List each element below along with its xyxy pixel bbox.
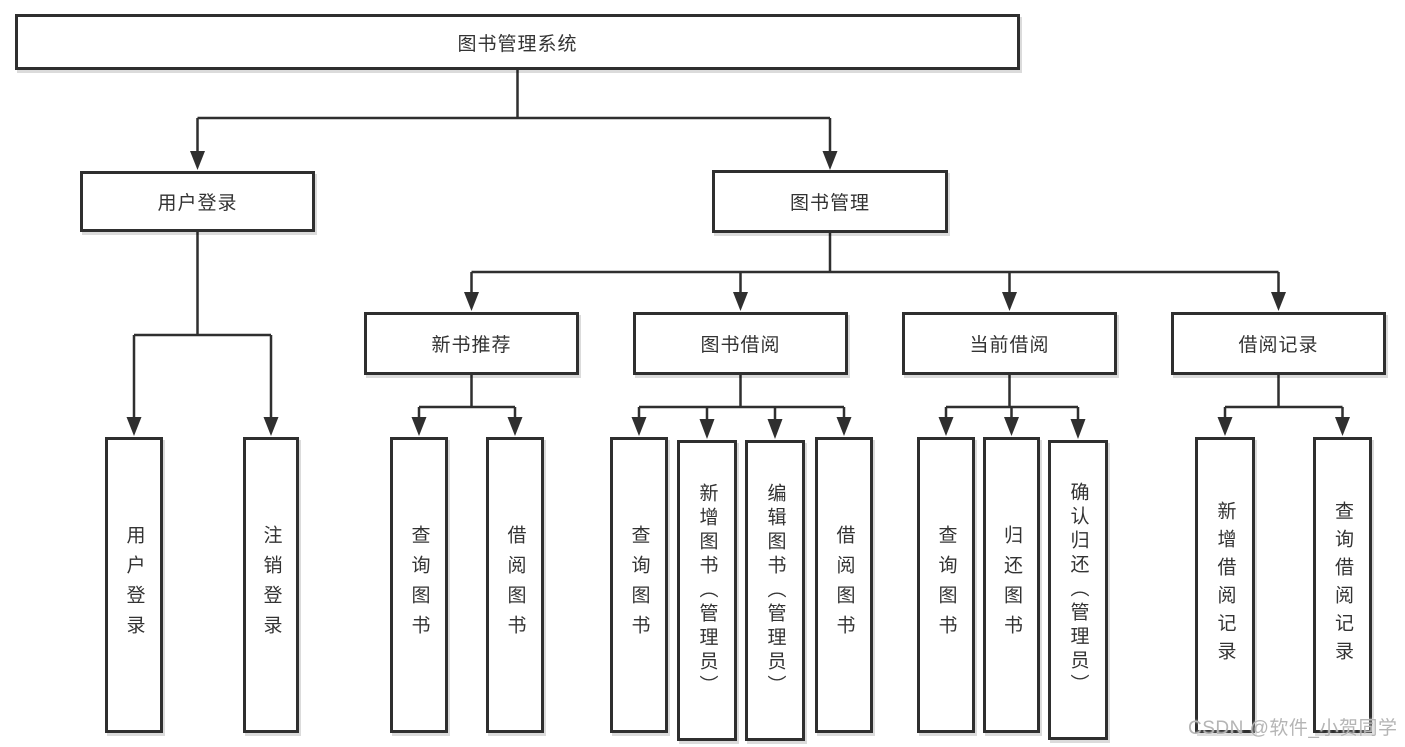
leaf-bb-query: 查询图书 [610, 437, 668, 733]
leaf-rec-borrow-label: 借阅图书 [504, 525, 526, 645]
leaf-rec-borrow: 借阅图书 [486, 437, 544, 733]
leaf-cb-confirm-label: 确认归还（管理员） [1067, 482, 1089, 698]
edge-borrow-record-children [1223, 375, 1344, 419]
node-current-borrow: 当前借阅 [902, 312, 1117, 375]
leaf-br-add-label: 新增借阅记录 [1214, 501, 1236, 669]
node-new-book-rec-label: 新书推荐 [431, 335, 512, 356]
edge-user-login-children [132, 232, 273, 419]
leaf-rec-query: 查询图书 [390, 437, 448, 733]
edge-book-borrow-children [637, 375, 846, 421]
leaf-br-add: 新增借阅记录 [1195, 437, 1255, 733]
node-book-mgmt: 图书管理 [712, 170, 948, 233]
leaf-bb-add: 新增图书（管理员） [677, 440, 737, 741]
node-book-borrow-label: 图书借阅 [700, 335, 781, 356]
leaf-cb-query: 查询图书 [917, 437, 975, 733]
leaf-rec-query-label: 查询图书 [408, 525, 430, 645]
arrowheads [126, 151, 1350, 439]
node-root-label: 图书管理系统 [457, 33, 578, 55]
leaf-logout-label: 注销登录 [260, 525, 282, 645]
node-new-book-rec: 新书推荐 [364, 312, 579, 375]
leaf-bb-borrow: 借阅图书 [815, 437, 873, 733]
leaf-br-query: 查询借阅记录 [1313, 437, 1372, 733]
leaf-cb-return: 归还图书 [983, 437, 1040, 733]
leaf-bb-add-label: 新增图书（管理员） [696, 482, 718, 699]
leaf-user-login-label: 用户登录 [123, 525, 145, 645]
edge-current-borrow-children [944, 375, 1080, 421]
leaf-cb-return-label: 归还图书 [1001, 525, 1022, 645]
node-book-borrow: 图书借阅 [633, 312, 848, 375]
leaf-cb-query-label: 查询图书 [935, 525, 957, 645]
leaf-user-login: 用户登录 [105, 437, 163, 733]
node-borrow-record-label: 借阅记录 [1238, 335, 1319, 356]
node-current-borrow-label: 当前借阅 [969, 335, 1050, 356]
leaf-bb-borrow-label: 借阅图书 [833, 525, 855, 645]
leaf-bb-edit-label: 编辑图书（管理员） [764, 482, 786, 699]
edge-book-mgmt-children [470, 233, 1280, 294]
node-root: 图书管理系统 [15, 14, 1020, 70]
node-user-login: 用户登录 [80, 171, 315, 232]
node-book-mgmt-label: 图书管理 [789, 193, 870, 214]
leaf-bb-query-label: 查询图书 [628, 525, 650, 645]
node-user-login-label: 用户登录 [157, 193, 238, 214]
leaf-br-query-label: 查询借阅记录 [1332, 501, 1353, 669]
leaf-bb-edit: 编辑图书（管理员） [745, 440, 805, 741]
edge-root-to-level2 [196, 70, 832, 153]
node-borrow-record: 借阅记录 [1171, 312, 1386, 375]
edge-new-book-rec-children [417, 375, 517, 419]
leaf-cb-confirm: 确认归还（管理员） [1048, 440, 1108, 740]
csdn-watermark: CSDN @软件_小贺同学 [1188, 718, 1398, 739]
leaf-logout: 注销登录 [243, 437, 299, 733]
